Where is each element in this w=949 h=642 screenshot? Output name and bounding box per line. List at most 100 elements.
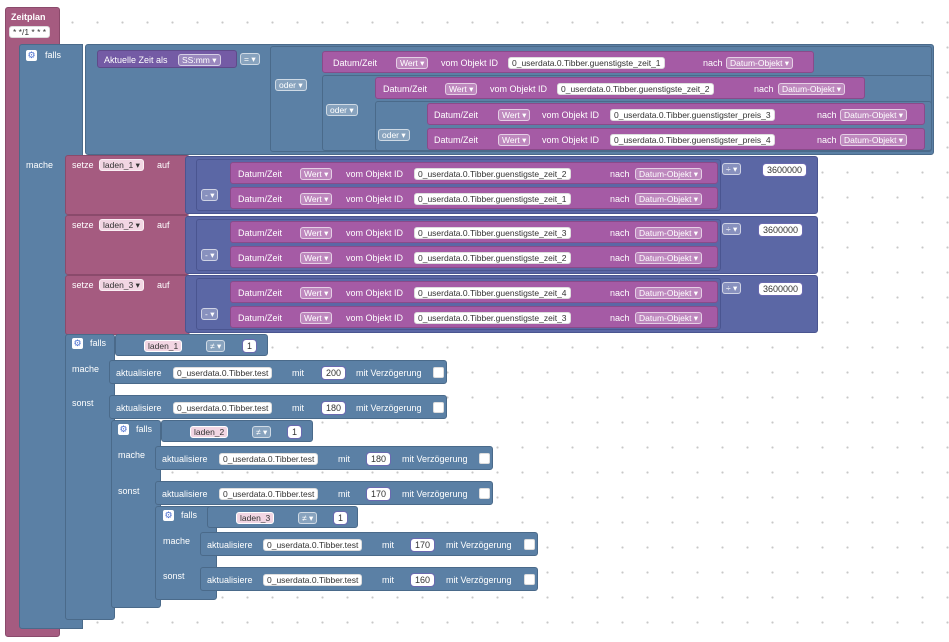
- set-variable-block-3[interactable]: setze laden_3 ▾ auf: [65, 275, 190, 335]
- object-id-field[interactable]: 0_userdata.0.Tibber.guenstigste_zeit_3: [414, 227, 571, 239]
- value-dropdown[interactable]: Wert ▾: [300, 168, 333, 180]
- if-block-laden-2[interactable]: ⚙ falls mache sonst: [111, 420, 161, 608]
- object-id-field[interactable]: 0_userdata.0.Tibber.guenstigste_zeit_1: [414, 193, 571, 205]
- datetime-block-set1-b[interactable]: Datum/Zeit Wert ▾ vom Objekt ID 0_userda…: [230, 187, 718, 209]
- value-number[interactable]: 170: [366, 487, 392, 501]
- delay-checkbox[interactable]: [479, 453, 490, 464]
- divisor-number[interactable]: 3600000: [758, 282, 804, 296]
- object-id-field[interactable]: 0_userdata.0.Tibber.guenstigste_zeit_2: [557, 83, 714, 95]
- update-block-180b[interactable]: aktualisiere 0_userdata.0.Tibber.test mi…: [155, 446, 493, 470]
- divisor-number[interactable]: 3600000: [758, 223, 804, 237]
- variable-dropdown[interactable]: laden_3 ▾: [99, 279, 144, 291]
- object-id-field[interactable]: 0_userdata.0.Tibber.guenstigster_preis_3: [610, 109, 775, 121]
- update-block-170b[interactable]: aktualisiere 0_userdata.0.Tibber.test mi…: [200, 532, 538, 556]
- datetime-block-set1-a[interactable]: Datum/Zeit Wert ▾ vom Objekt ID 0_userda…: [230, 162, 718, 184]
- datetime-block-z1[interactable]: Datum/Zeit Wert ▾ vom Objekt ID 0_userda…: [322, 51, 814, 73]
- cron-field[interactable]: * */1 * * *: [9, 26, 51, 38]
- value-number[interactable]: 200: [321, 366, 347, 380]
- object-id-field[interactable]: 0_userdata.0.Tibber.test: [263, 574, 363, 586]
- or-dropdown-1[interactable]: oder ▾: [275, 79, 307, 91]
- date-object-dropdown[interactable]: Datum-Objekt ▾: [635, 193, 703, 205]
- value-number[interactable]: 180: [366, 452, 392, 466]
- value-dropdown[interactable]: Wert ▾: [300, 252, 333, 264]
- update-block-180[interactable]: aktualisiere 0_userdata.0.Tibber.test mi…: [109, 395, 447, 419]
- update-block-160[interactable]: aktualisiere 0_userdata.0.Tibber.test mi…: [200, 567, 538, 591]
- datetime-block-set2-b[interactable]: Datum/Zeit Wert ▾ vom Objekt ID 0_userda…: [230, 246, 718, 268]
- value-number[interactable]: 170: [410, 538, 436, 552]
- date-object-dropdown[interactable]: Datum-Objekt ▾: [635, 312, 703, 324]
- delay-checkbox[interactable]: [433, 367, 444, 378]
- delay-checkbox[interactable]: [524, 539, 535, 550]
- divisor-number[interactable]: 3600000: [762, 163, 808, 177]
- neq-dropdown[interactable]: ≠ ▾: [298, 512, 318, 524]
- object-id-field[interactable]: 0_userdata.0.Tibber.test: [173, 367, 273, 379]
- number-one[interactable]: 1: [287, 425, 303, 439]
- gear-icon[interactable]: ⚙: [163, 510, 174, 521]
- value-number[interactable]: 180: [321, 401, 347, 415]
- variable-laden-2[interactable]: laden_2: [190, 426, 229, 438]
- compare-block-laden-1[interactable]: laden_1 ≠ ▾ 1: [115, 334, 268, 356]
- format-dropdown[interactable]: SS:mm ▾: [178, 54, 221, 66]
- object-id-field[interactable]: 0_userdata.0.Tibber.test: [219, 488, 319, 500]
- date-object-dropdown[interactable]: Datum-Objekt ▾: [840, 134, 908, 146]
- divide-dropdown[interactable]: ÷ ▾: [722, 163, 742, 175]
- delay-checkbox[interactable]: [479, 488, 490, 499]
- number-one[interactable]: 1: [242, 339, 258, 353]
- number-one[interactable]: 1: [333, 511, 349, 525]
- variable-laden-3[interactable]: laden_3: [236, 512, 275, 524]
- value-dropdown[interactable]: Wert ▾: [300, 287, 333, 299]
- compare-block-laden-2[interactable]: laden_2 ≠ ▾ 1: [161, 420, 313, 442]
- date-object-dropdown[interactable]: Datum-Objekt ▾: [635, 227, 703, 239]
- gear-icon[interactable]: ⚙: [26, 50, 37, 61]
- date-object-dropdown[interactable]: Datum-Objekt ▾: [635, 287, 703, 299]
- set-variable-block-2[interactable]: setze laden_2 ▾ auf: [65, 215, 190, 275]
- gear-icon[interactable]: ⚙: [72, 338, 83, 349]
- datetime-block-p4[interactable]: Datum/Zeit Wert ▾ vom Objekt ID 0_userda…: [427, 128, 925, 150]
- value-dropdown[interactable]: Wert ▾: [300, 312, 333, 324]
- date-object-dropdown[interactable]: Datum-Objekt ▾: [840, 109, 908, 121]
- neq-dropdown[interactable]: ≠ ▾: [252, 426, 272, 438]
- divide-dropdown[interactable]: ÷ ▾: [722, 282, 742, 294]
- if-block-laden-1[interactable]: ⚙ falls mache sonst: [65, 334, 115, 620]
- datetime-block-set3-a[interactable]: Datum/Zeit Wert ▾ vom Objekt ID 0_userda…: [230, 281, 718, 303]
- variable-dropdown[interactable]: laden_2 ▾: [99, 219, 144, 231]
- object-id-field[interactable]: 0_userdata.0.Tibber.guenstigster_preis_4: [610, 134, 775, 146]
- delay-checkbox[interactable]: [524, 574, 535, 585]
- compare-block-laden-3[interactable]: laden_3 ≠ ▾ 1: [207, 506, 358, 528]
- divide-dropdown[interactable]: ÷ ▾: [722, 223, 742, 235]
- value-dropdown[interactable]: Wert ▾: [300, 193, 333, 205]
- update-block-170[interactable]: aktualisiere 0_userdata.0.Tibber.test mi…: [155, 481, 493, 505]
- value-dropdown[interactable]: Wert ▾: [396, 57, 429, 69]
- minus-dropdown[interactable]: - ▾: [201, 308, 219, 320]
- update-block-200[interactable]: aktualisiere 0_userdata.0.Tibber.test mi…: [109, 360, 447, 384]
- value-dropdown[interactable]: Wert ▾: [445, 83, 478, 95]
- value-dropdown[interactable]: Wert ▾: [300, 227, 333, 239]
- variable-laden-1[interactable]: laden_1: [144, 340, 183, 352]
- date-object-dropdown[interactable]: Datum-Objekt ▾: [726, 57, 794, 69]
- current-time-block[interactable]: Aktuelle Zeit als SS:mm ▾: [97, 50, 237, 68]
- date-object-dropdown[interactable]: Datum-Objekt ▾: [778, 83, 846, 95]
- object-id-field[interactable]: 0_userdata.0.Tibber.guenstigste_zeit_1: [508, 57, 665, 69]
- delay-checkbox[interactable]: [433, 402, 444, 413]
- date-object-dropdown[interactable]: Datum-Objekt ▾: [635, 168, 703, 180]
- object-id-field[interactable]: 0_userdata.0.Tibber.guenstigste_zeit_4: [414, 287, 571, 299]
- minus-dropdown[interactable]: - ▾: [201, 189, 219, 201]
- object-id-field[interactable]: 0_userdata.0.Tibber.test: [263, 539, 363, 551]
- minus-dropdown[interactable]: - ▾: [201, 249, 219, 261]
- value-dropdown[interactable]: Wert ▾: [498, 109, 531, 121]
- or-dropdown-2[interactable]: oder ▾: [326, 104, 358, 116]
- object-id-field[interactable]: 0_userdata.0.Tibber.test: [173, 402, 273, 414]
- neq-dropdown[interactable]: ≠ ▾: [206, 340, 226, 352]
- datetime-block-p3[interactable]: Datum/Zeit Wert ▾ vom Objekt ID 0_userda…: [427, 103, 925, 125]
- variable-dropdown[interactable]: laden_1 ▾: [99, 159, 144, 171]
- object-id-field[interactable]: 0_userdata.0.Tibber.guenstigste_zeit_2: [414, 252, 571, 264]
- object-id-field[interactable]: 0_userdata.0.Tibber.guenstigste_zeit_2: [414, 168, 571, 180]
- value-number[interactable]: 160: [410, 573, 436, 587]
- set-variable-block-1[interactable]: setze laden_1 ▾ auf: [65, 155, 190, 215]
- datetime-block-set2-a[interactable]: Datum/Zeit Wert ▾ vom Objekt ID 0_userda…: [230, 221, 718, 243]
- compare-eq-dropdown[interactable]: = ▾: [240, 53, 260, 65]
- or-dropdown-3[interactable]: oder ▾: [378, 129, 410, 141]
- object-id-field[interactable]: 0_userdata.0.Tibber.guenstigste_zeit_3: [414, 312, 571, 324]
- gear-icon[interactable]: ⚙: [118, 424, 129, 435]
- datetime-block-z2[interactable]: Datum/Zeit Wert ▾ vom Objekt ID 0_userda…: [375, 77, 865, 99]
